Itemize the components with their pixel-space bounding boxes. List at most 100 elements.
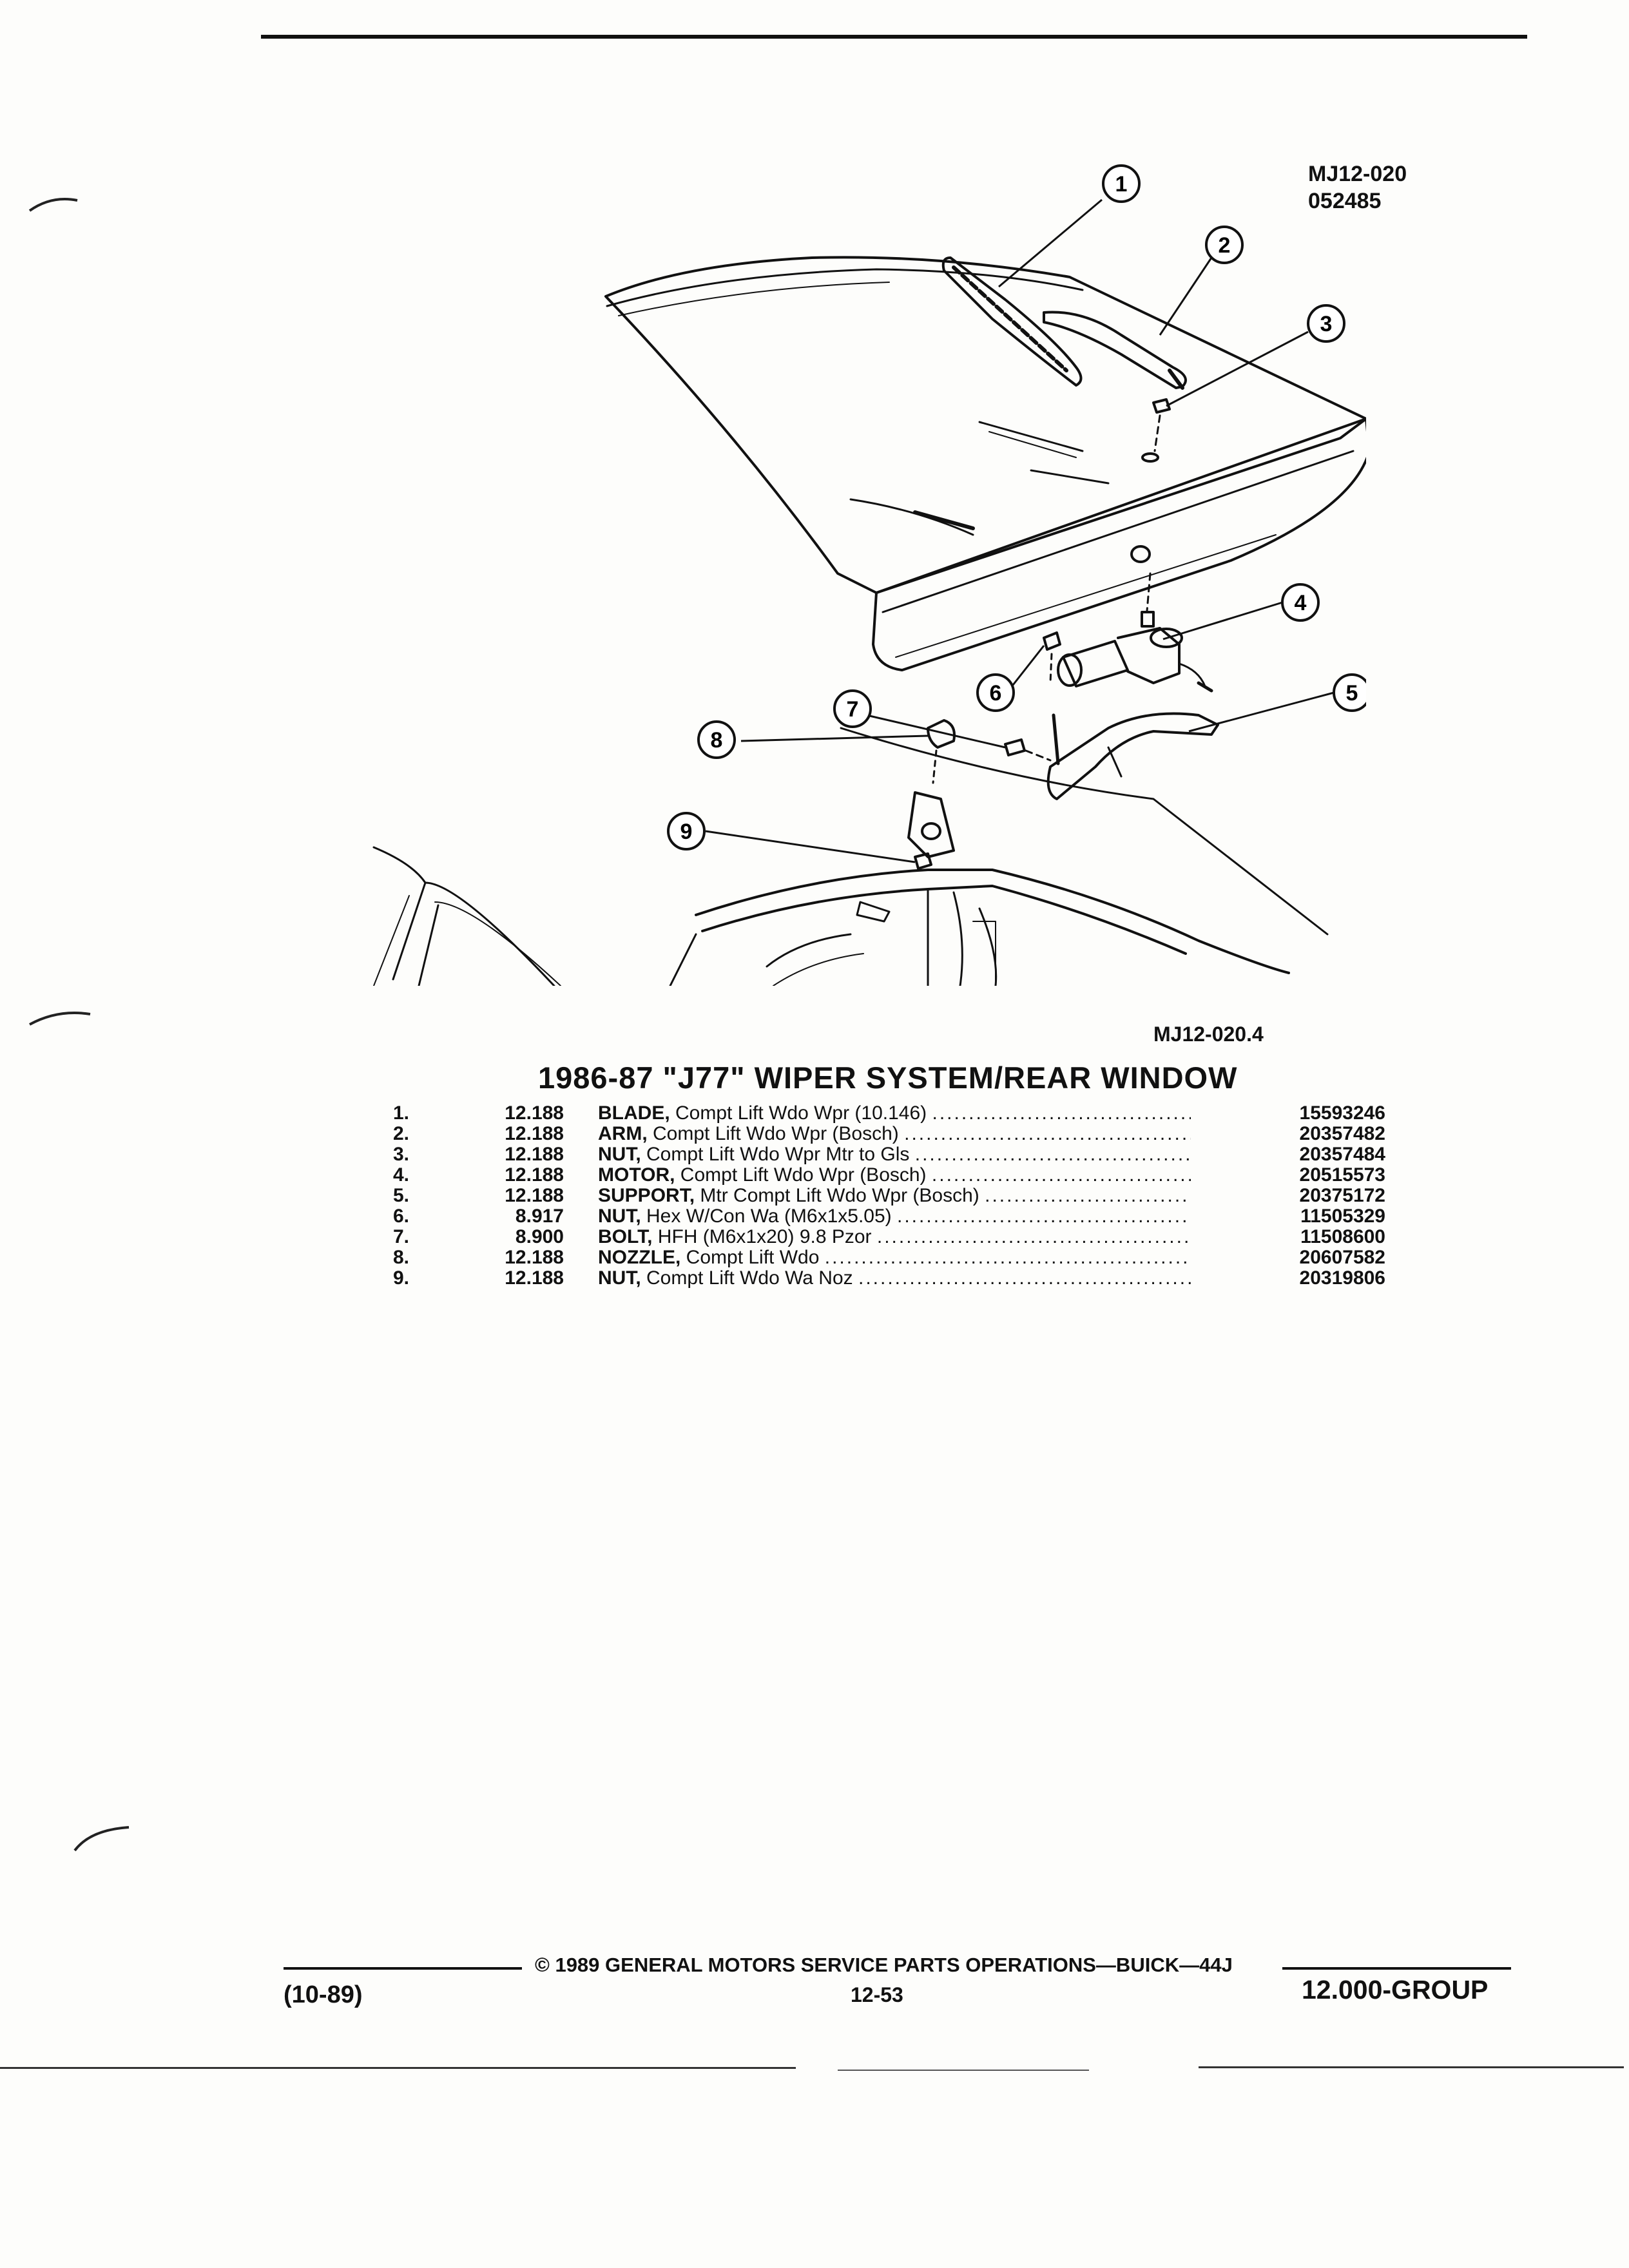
part-number: 15593246 [1299,1102,1385,1124]
bottom-edge-line-middle [838,2070,1089,2071]
wiper-arm [1043,311,1187,389]
part-item-number: 5. [393,1185,410,1206]
part-description: MOTOR, Compt Lift Wdo Wpr (Bosch) ......… [598,1165,1191,1186]
callout-4: 4 [1295,591,1307,615]
part-item-number: 2. [393,1123,410,1144]
footer-rule-left [284,1967,522,1970]
margin-mark-top [28,198,78,212]
parts-row: 4. 12.188 MOTOR, Compt Lift Wdo Wpr (Bos… [393,1165,1385,1186]
callout-2-circle [1205,226,1244,264]
callout-7: 7 [847,697,859,722]
callout-9: 9 [680,820,693,844]
part-name: NUT, [598,1268,641,1289]
illustration-date: 052485 [1308,189,1382,213]
part-detail: Compt Lift Wdo Wpr Mtr to Gls [646,1144,910,1165]
part-detail: Compt Lift Wdo Wpr (10.146) [675,1103,927,1124]
nozzle-bracket [907,791,955,858]
part-group-number: 8.917 [515,1206,564,1227]
part-detail: Compt Lift Wdo [686,1247,820,1268]
callout-3-circle [1307,304,1345,343]
wiper-motor [1057,572,1213,693]
parts-row: 7. 8.900 BOLT, HFH (M6x1x20) 9.8 Pzor ..… [393,1227,1385,1247]
part-description: ARM, Compt Lift Wdo Wpr (Bosch) ........… [598,1124,1191,1144]
part-group-number: 12.188 [505,1144,564,1165]
revision-date: (10-89) [284,1981,363,2008]
part-description: NOZZLE, Compt Lift Wdo .................… [598,1247,1191,1268]
part-number: 20515573 [1299,1164,1385,1186]
part-name: ARM, [598,1124,648,1144]
part-group-number: 12.188 [505,1102,564,1124]
part-item-number: 4. [393,1164,410,1186]
bottom-edge-line-right [1199,2066,1624,2068]
callout-7-circle [833,689,872,728]
part-detail: Compt Lift Wdo Wa Noz [646,1268,853,1289]
part-detail: Compt Lift Wdo Wpr (Bosch) [653,1124,899,1144]
parts-row: 5. 12.188 SUPPORT, Mtr Compt Lift Wdo Wp… [393,1186,1385,1206]
callout-6: 6 [990,681,1002,706]
part-item-number: 3. [393,1144,410,1165]
part-number: 11505329 [1300,1206,1385,1227]
part-description: NUT, Hex W/Con Wa (M6x1x5.05) ..........… [598,1206,1191,1227]
figure-code: MJ12-020.4 [1153,1023,1264,1046]
part-group-number: 12.188 [505,1185,564,1206]
parts-list: 1. 12.188 BLADE, Compt Lift Wdo Wpr (10.… [393,1103,1385,1289]
part-description: NUT, Compt Lift Wdo Wa Noz .............… [598,1268,1191,1289]
part-group-number: 12.188 [505,1123,564,1144]
washer-nozzle [927,719,956,749]
illustration-code: MJ12-020 [1308,162,1407,186]
callout-1-circle [1102,164,1141,203]
page-number: 12-53 [851,1983,903,2006]
parts-row: 3. 12.188 NUT, Compt Lift Wdo Wpr Mtr to… [393,1144,1385,1165]
callout-4-circle [1281,583,1320,622]
part-item-number: 1. [393,1102,410,1124]
callout-9-circle [667,812,706,850]
part-group-number: 12.188 [505,1164,564,1186]
margin-mark-middle [29,1012,91,1026]
part-description: BLADE, Compt Lift Wdo Wpr (10.146) .....… [598,1103,1191,1124]
part-group-number: 12.188 [505,1247,564,1268]
part-detail: Mtr Compt Lift Wdo Wpr (Bosch) [700,1186,979,1206]
margin-mark-bottom [73,1826,130,1852]
bottom-edge-line-left [0,2067,796,2069]
part-group-number: 8.900 [515,1226,564,1247]
part-number: 20357482 [1299,1123,1385,1144]
section-title: 1986-87 "J77" WIPER SYSTEM/REAR WINDOW [538,1061,1238,1095]
footer-rule-right [1282,1967,1511,1970]
body-roof-rail [695,869,1290,974]
rear-window-glass [604,256,1366,594]
part-item-number: 6. [393,1206,410,1227]
parts-row: 2. 12.188 ARM, Compt Lift Wdo Wpr (Bosch… [393,1124,1385,1144]
part-name: NOZZLE, [598,1247,681,1268]
part-item-number: 7. [393,1226,410,1247]
part-description: SUPPORT, Mtr Compt Lift Wdo Wpr (Bosch) … [598,1186,1191,1206]
parts-row: 8. 12.188 NOZZLE, Compt Lift Wdo .......… [393,1247,1385,1268]
wiper-system-illustration: 1 2 3 4 5 6 7 8 9 [372,164,1366,986]
part-detail: Hex W/Con Wa (M6x1x5.05) [646,1206,892,1227]
callout-5: 5 [1346,681,1358,706]
part-group-number: 12.188 [505,1267,564,1289]
callout-2: 2 [1219,233,1231,258]
part-number: 11508600 [1300,1226,1385,1247]
group-label: 12.000-GROUP [1302,1975,1489,2004]
callout-1: 1 [1115,172,1128,197]
parts-row: 9. 12.188 NUT, Compt Lift Wdo Wa Noz ...… [393,1268,1385,1289]
part-number: 20319806 [1299,1267,1385,1289]
part-name: MOTOR, [598,1165,675,1186]
lift-window-spoiler [872,418,1366,671]
part-name: NUT, [598,1144,641,1165]
part-name: NUT, [598,1206,641,1227]
part-detail: Compt Lift Wdo Wpr (Bosch) [680,1165,927,1186]
part-number: 20357484 [1299,1144,1385,1165]
parts-row: 1. 12.188 BLADE, Compt Lift Wdo Wpr (10.… [393,1103,1385,1124]
part-number: 20375172 [1299,1185,1385,1206]
callout-8: 8 [711,728,723,753]
part-name: BLADE, [598,1103,670,1124]
parts-row: 6. 8.917 NUT, Hex W/Con Wa (M6x1x5.05) .… [393,1206,1385,1227]
part-number: 20607582 [1299,1247,1385,1268]
callout-5-circle [1333,673,1366,712]
copyright-notice: © 1989 GENERAL MOTORS SERVICE PARTS OPER… [535,1954,1233,1976]
part-item-number: 8. [393,1247,410,1268]
top-rule [261,35,1527,39]
part-name: SUPPORT, [598,1186,695,1206]
part-item-number: 9. [393,1267,410,1289]
